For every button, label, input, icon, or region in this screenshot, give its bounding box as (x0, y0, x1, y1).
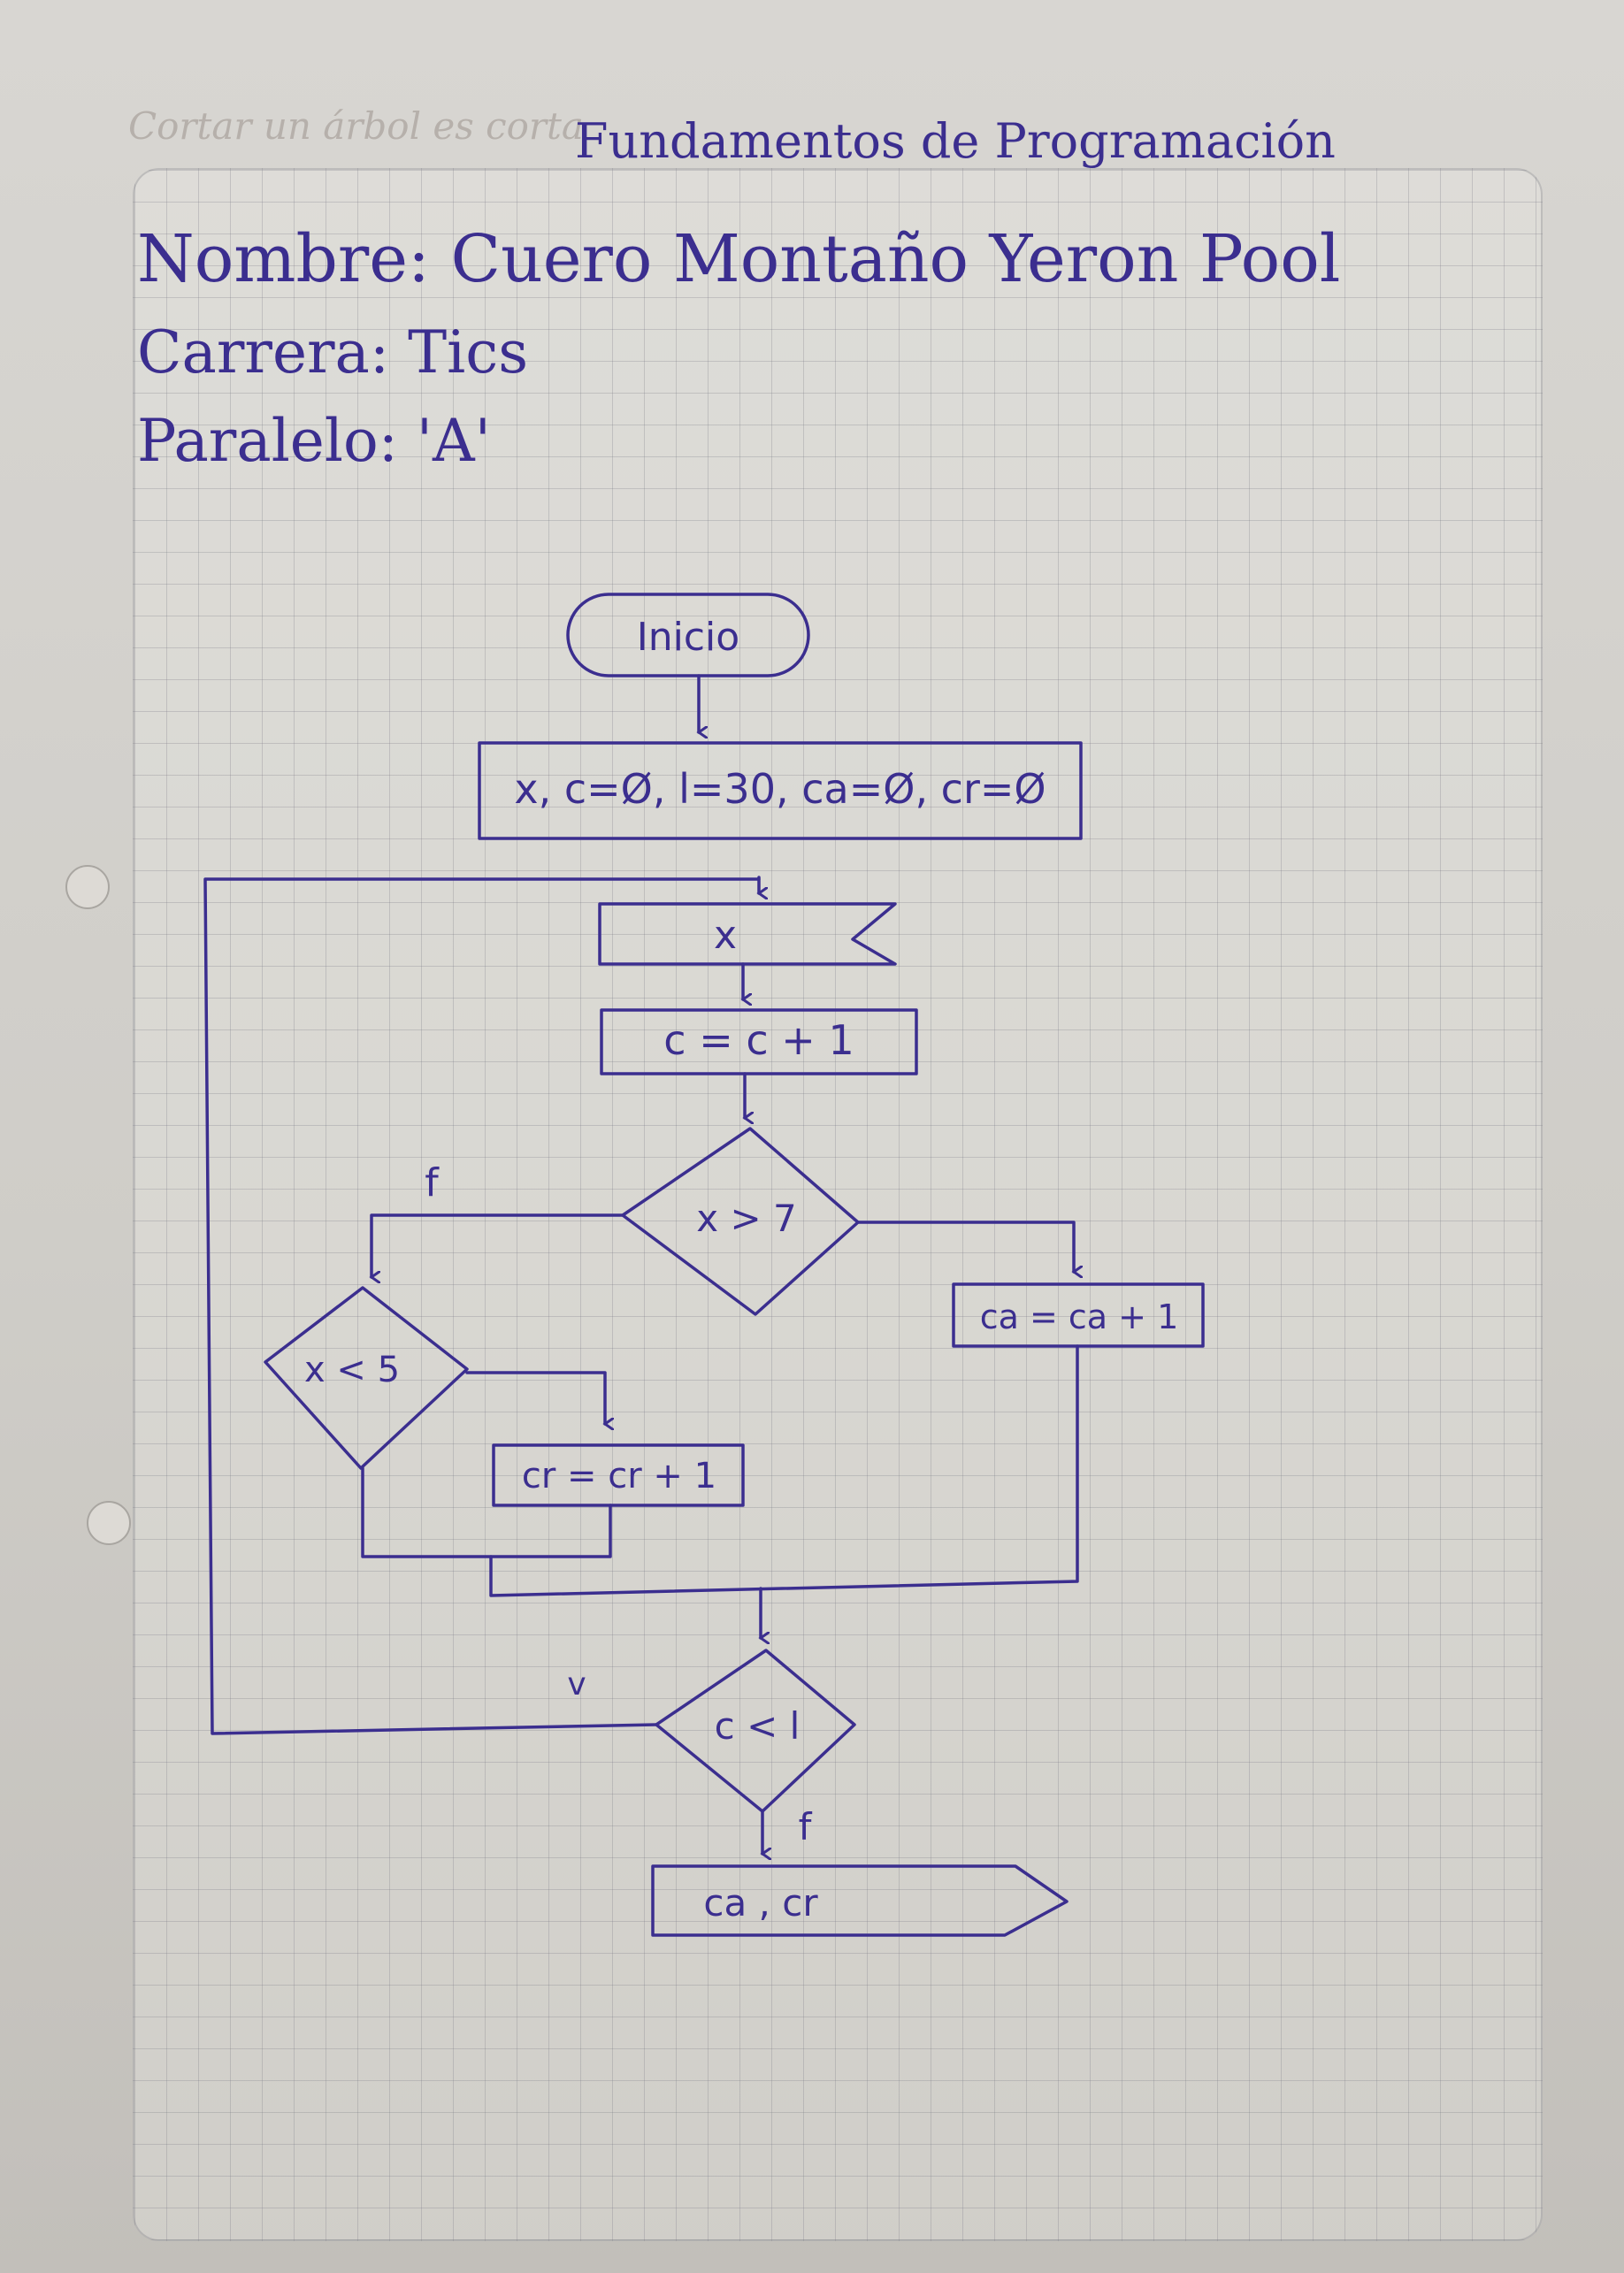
merge-inner (361, 1466, 612, 1558)
cr-label: cr = cr + 1 (522, 1456, 716, 1496)
decision-lt-label: x < 5 (304, 1350, 400, 1390)
decision-lt-diamond (264, 1286, 469, 1470)
decision-loop-label: c < l (715, 1704, 801, 1748)
input-label: x (714, 913, 737, 958)
init-label: x, c=Ø, l=30, ca=Ø, cr=Ø (514, 765, 1046, 813)
arrow-gt-false (372, 1213, 624, 1277)
arrow-gt-true (856, 1221, 1074, 1272)
student-name: Nombre: Cuero Montaño Yeron Pool (137, 221, 1341, 297)
binder-hole-top (65, 865, 110, 909)
student-parallel: Paralelo: 'A' (137, 407, 491, 475)
start-terminator (566, 593, 810, 677)
input-shape (598, 902, 897, 966)
arrow-lt-true (465, 1371, 605, 1424)
merge-outer (489, 1344, 1079, 1597)
output-shape (651, 1864, 1069, 1937)
binder-hole-bottom (87, 1501, 131, 1545)
loop-true-label: v (567, 1666, 586, 1703)
student-career: Carrera: Tics (137, 318, 529, 386)
decision-gt-label: x > 7 (696, 1197, 796, 1240)
page-title: Fundamentos de Programación (575, 113, 1336, 169)
start-label: Inicio (637, 615, 739, 660)
loop-back-line (203, 877, 761, 1735)
cr-process-box (492, 1443, 745, 1507)
ca-label: ca = ca + 1 (980, 1297, 1179, 1336)
init-process-box (478, 741, 1083, 840)
increment-label: c = c + 1 (663, 1016, 854, 1064)
paper-watermark-motto: Cortar un árbol es corta (128, 104, 584, 148)
loop-false-label: f (799, 1805, 813, 1848)
output-label: ca , cr (703, 1881, 818, 1925)
gt-false-label: f (425, 1160, 440, 1205)
decision-gt-diamond (621, 1127, 860, 1316)
increment-process-box (600, 1008, 918, 1075)
